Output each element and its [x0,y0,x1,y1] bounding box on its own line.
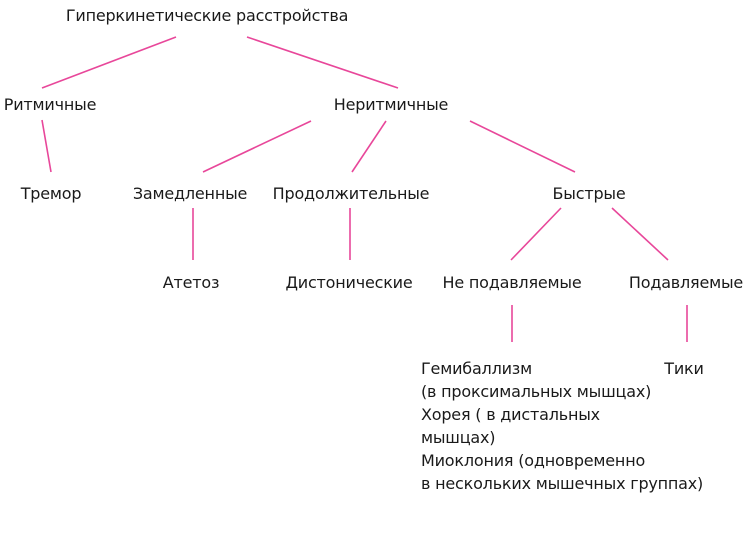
line-nonrhythmic-prolonged [351,120,387,173]
list-line: Гемибаллизм [421,359,532,378]
node-rhythmic: Ритмичные [3,95,97,114]
list-line: (в проксимальных мышцах) [421,382,652,401]
line-fast-non-suppressible [510,207,562,261]
node-dystonic: Дистонические [285,273,413,292]
node-tics: Тики [664,359,704,378]
list-line: Миоклония (одновременно [421,451,646,470]
node-prolonged: Продолжительные [272,184,430,203]
list-line: Хорея ( в дистальных [421,405,600,424]
node-athetosis: Атетоз [162,273,220,292]
line-nonrhythmic-slow [202,120,312,173]
line-fast-suppressible [611,207,669,261]
list-line: мышцах) [421,428,496,447]
node-nonrhythmic: Неритмичные [333,95,449,114]
node-fast: Быстрые [552,184,626,203]
line-root-rhythmic [41,36,177,89]
line-root-nonrhythmic [246,36,399,89]
node-tremor: Тремор [20,184,82,203]
line-nonrhythmic-fast [469,120,576,173]
node-root: Гиперкинетические расстройства [65,6,349,25]
node-non-suppressible: Не подавляемые [442,273,582,292]
line-rhythmic-tremor [41,119,52,173]
list-line: в нескольких мышечных группах) [421,474,704,493]
node-suppressible: Подавляемые [628,273,744,292]
node-non-suppressible-list: Гемибаллизм (в проксимальных мышцах) Хор… [421,357,703,495]
node-slow: Замедленные [132,184,248,203]
